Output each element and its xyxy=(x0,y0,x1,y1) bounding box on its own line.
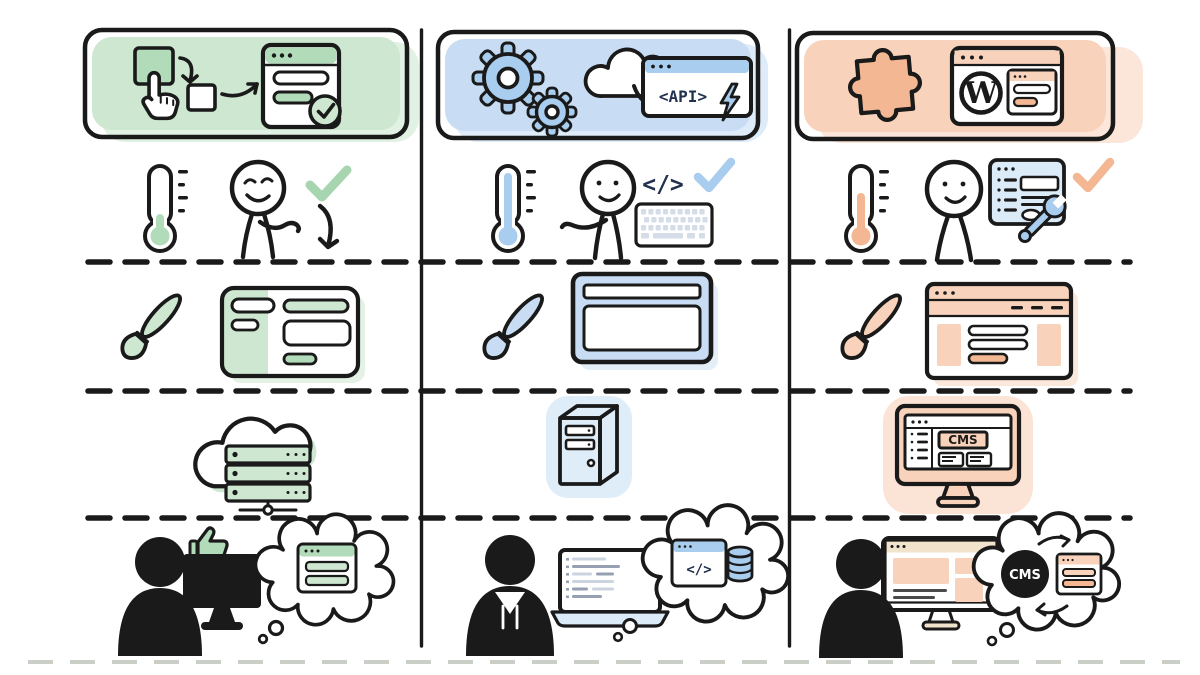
server-rack-icon xyxy=(224,444,312,516)
browser-form-icon xyxy=(260,42,342,130)
thought-bubble-trail xyxy=(612,631,624,643)
cms-header-card: W xyxy=(794,30,1143,143)
wordpress-w-label: W xyxy=(963,76,999,111)
person-icon xyxy=(559,159,637,261)
decreasing-arrow-icon xyxy=(317,203,340,250)
keyboard-icon xyxy=(634,202,714,248)
puzzle-plugin-icon xyxy=(848,48,922,122)
paintbrush-icon xyxy=(120,293,182,360)
cms-badge-icon: CMS xyxy=(1001,550,1049,598)
curved-arrow-icon xyxy=(178,56,199,84)
paintbrush-icon xyxy=(840,293,902,360)
green-check-icon xyxy=(305,165,352,202)
admin-window-icon xyxy=(1006,68,1058,116)
thought-bubble-trail xyxy=(257,633,269,645)
wordpress-logo-icon: W xyxy=(959,71,1003,115)
cms-monitor-icon: CMS xyxy=(894,403,1022,508)
person-icon xyxy=(924,159,984,263)
thermometer-medium-icon xyxy=(844,164,889,253)
thermometer-low-icon xyxy=(143,164,188,253)
server-tower-icon xyxy=(558,404,619,486)
orange-check-icon xyxy=(1072,157,1115,193)
cms-design-row xyxy=(840,281,1078,386)
drop-block-icon xyxy=(186,83,217,112)
thought-bubble-trail xyxy=(986,635,998,647)
sync-arrows-icon xyxy=(1035,534,1071,617)
thought-bubble-trail xyxy=(622,618,638,634)
thermometer-high-icon xyxy=(491,164,536,253)
cms-screen-label: CMS xyxy=(948,433,977,447)
thought-bubble-trail xyxy=(999,622,1015,638)
user-silhouette-icon xyxy=(118,537,202,656)
builder-hosting-row xyxy=(195,419,317,516)
api-label: <API> xyxy=(659,87,707,106)
wordpress-window-icon: W xyxy=(949,45,1065,127)
user-silhouette-icon xyxy=(819,539,903,658)
api-hosting-row xyxy=(546,396,632,498)
lightning-bolt-icon xyxy=(719,82,741,122)
api-window-icon: <API> xyxy=(641,56,753,122)
api-header-card: <API> xyxy=(435,29,768,142)
website-monitor-icon xyxy=(881,536,1001,631)
pointer-hand-icon xyxy=(141,71,180,121)
builder-header-card xyxy=(82,27,419,142)
happy-person-icon xyxy=(229,159,301,260)
check-badge-icon xyxy=(308,94,342,128)
cms-user-row: CMS xyxy=(819,511,1122,658)
cms-bubble-label: CMS xyxy=(1009,568,1041,583)
cms-hosting-row: CMS xyxy=(883,396,1033,514)
theme-layout-icon xyxy=(924,281,1078,386)
thought-bubble-trail xyxy=(267,619,285,637)
desktop-monitor-icon xyxy=(183,554,261,630)
blue-check-icon xyxy=(693,157,736,193)
bubble-code-label: </> xyxy=(686,562,711,578)
developer-silhouette-icon xyxy=(466,535,554,656)
simple-site-icon xyxy=(296,542,358,594)
builder-user-row xyxy=(118,512,396,656)
curved-arrow-icon xyxy=(220,82,259,98)
api-design-row xyxy=(482,271,718,370)
code-window-icon: </> xyxy=(670,538,728,588)
code-tag-icon: </> xyxy=(642,172,684,198)
cms-learning-row xyxy=(844,157,1115,263)
api-learning-row: </> xyxy=(491,157,736,261)
gear-icon xyxy=(526,86,578,138)
mini-site-icon xyxy=(1055,552,1103,596)
builder-learning-row xyxy=(143,159,352,260)
wrench-icon xyxy=(1017,194,1067,244)
builder-design-row xyxy=(120,285,365,383)
template-layout-icon xyxy=(219,285,365,383)
blank-canvas-icon xyxy=(570,271,718,370)
laptop-code-icon xyxy=(550,548,670,628)
database-icon xyxy=(726,545,754,583)
paintbrush-icon xyxy=(482,293,544,360)
gear-icon xyxy=(471,41,545,115)
api-user-row: </> xyxy=(466,503,791,656)
